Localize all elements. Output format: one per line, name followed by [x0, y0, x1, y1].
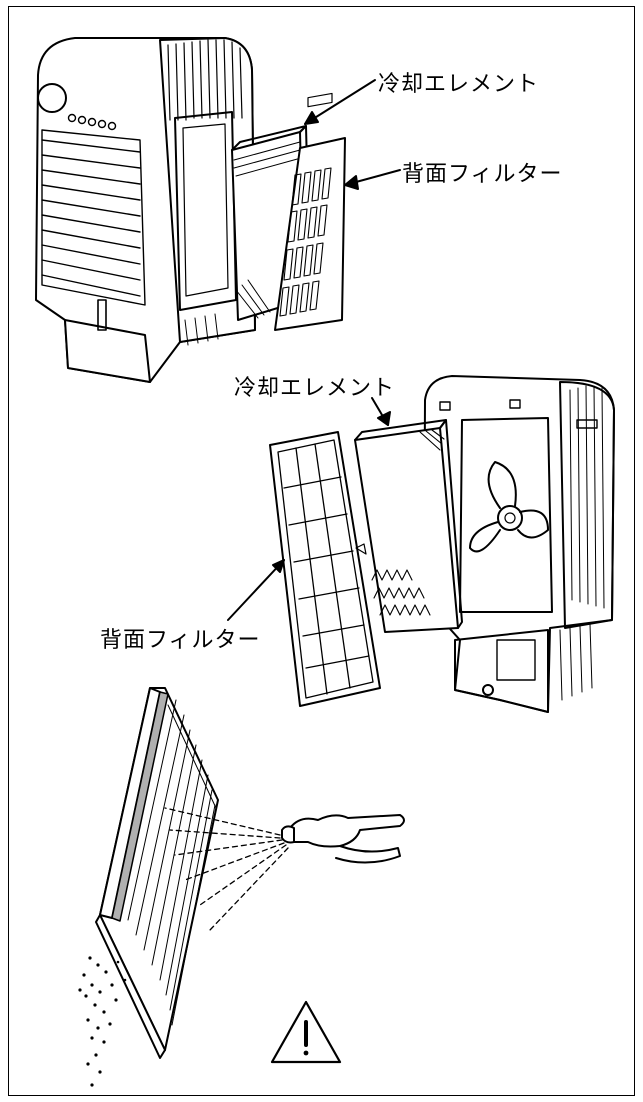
rear-filter-label-fig2: 背面フィルター	[100, 628, 261, 653]
grid-filter-drawing	[269, 431, 381, 707]
warning-triangle-icon	[270, 1000, 342, 1064]
air-cooler-rear-view	[423, 375, 615, 713]
cooling-element-rear-drawing	[354, 419, 463, 633]
rear-filter-label: 背面フィルター	[402, 162, 563, 187]
air-cooler-exploded-view	[35, 37, 256, 383]
fig2-leader-arrows	[227, 397, 391, 621]
rear-filter-drawing	[274, 92, 346, 331]
filter-cleaning-drawing	[78, 687, 405, 1087]
cooling-element-label: 冷却エレメント	[378, 72, 540, 97]
cooling-element-label-fig2: 冷却エレメント	[234, 376, 396, 401]
fig1-leader-arrows	[304, 79, 401, 190]
